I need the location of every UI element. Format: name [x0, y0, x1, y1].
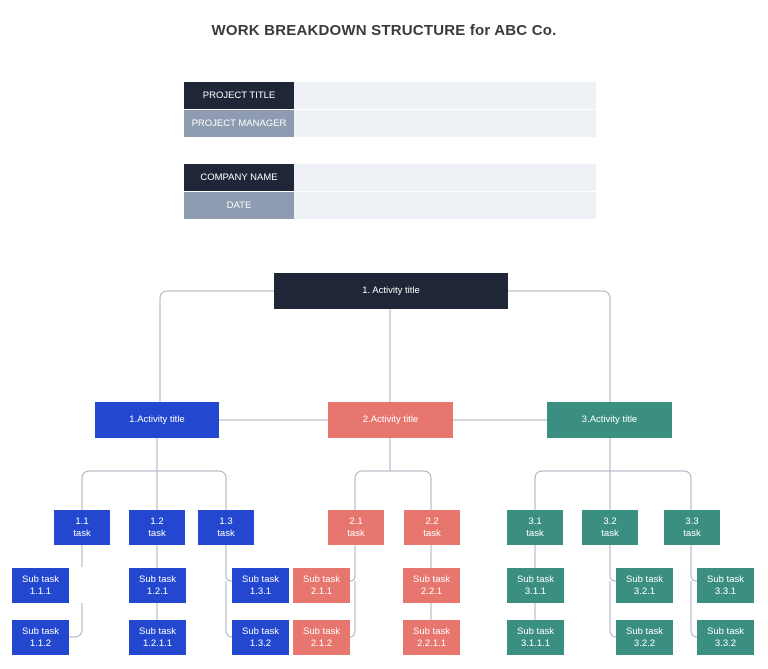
subtask-number: 3.2.2	[633, 637, 656, 649]
activity-1-node[interactable]: 1.Activity title	[95, 402, 219, 438]
company-name-label: COMPANY NAME	[184, 164, 294, 191]
task-number: 2.1	[349, 515, 363, 527]
project-manager-label: PROJECT MANAGER	[184, 110, 294, 137]
subtask-label: Sub task	[626, 625, 663, 637]
subtask-label: Sub task	[413, 625, 450, 637]
task-number: 1.2	[150, 515, 164, 527]
subtask-1-2-1-1-node[interactable]: Sub task 1.2.1.1	[129, 620, 186, 655]
subtask-label: Sub task	[517, 573, 554, 585]
subtask-label: Sub task	[707, 573, 744, 585]
subtask-label: Sub task	[413, 573, 450, 585]
activity-1-label: 1.Activity title	[129, 414, 185, 425]
subtask-number: 3.1.1	[524, 585, 547, 597]
subtask-1-3-1-node[interactable]: Sub task 1.3.1	[232, 568, 289, 603]
task-1-1-node[interactable]: 1.1 task	[54, 510, 110, 545]
subtask-number: 1.1.1	[29, 585, 52, 597]
subtask-number: 2.1.1	[310, 585, 333, 597]
task-label: task	[683, 527, 701, 539]
subtask-label: Sub task	[22, 573, 59, 585]
subtask-3-1-1-node[interactable]: Sub task 3.1.1	[507, 568, 564, 603]
subtask-label: Sub task	[517, 625, 554, 637]
subtask-number: 2.1.2	[310, 637, 333, 649]
activity-2-node[interactable]: 2.Activity title	[328, 402, 453, 438]
date-label: DATE	[184, 192, 294, 219]
subtask-number: 1.2.1	[146, 585, 169, 597]
subtask-2-2-1-node[interactable]: Sub task 2.2.1	[403, 568, 460, 603]
task-3-3-node[interactable]: 3.3 task	[664, 510, 720, 545]
root-activity-label: 1. Activity title	[362, 285, 420, 296]
subtask-number: 1.3.2	[249, 637, 272, 649]
activity-3-node[interactable]: 3.Activity title	[547, 402, 672, 438]
subtask-label: Sub task	[303, 625, 340, 637]
task-number: 3.1	[528, 515, 542, 527]
subtask-3-3-2-node[interactable]: Sub task 3.3.2	[697, 620, 754, 655]
subtask-label: Sub task	[707, 625, 744, 637]
subtask-number: 3.2.1	[633, 585, 656, 597]
task-label: task	[423, 527, 441, 539]
subtask-1-3-2-node[interactable]: Sub task 1.3.2	[232, 620, 289, 655]
subtask-3-2-1-node[interactable]: Sub task 3.2.1	[616, 568, 673, 603]
subtask-number: 1.3.1	[249, 585, 272, 597]
task-1-2-node[interactable]: 1.2 task	[129, 510, 185, 545]
task-1-3-node[interactable]: 1.3 task	[198, 510, 254, 545]
subtask-1-1-1-node[interactable]: Sub task 1.1.1	[12, 568, 69, 603]
subtask-number: 2.2.1.1	[416, 637, 447, 649]
subtask-3-1-1-1-node[interactable]: Sub task 3.1.1.1	[507, 620, 564, 655]
subtask-1-2-1-node[interactable]: Sub task 1.2.1	[129, 568, 186, 603]
subtask-label: Sub task	[139, 625, 176, 637]
subtask-label: Sub task	[139, 573, 176, 585]
subtask-3-3-1-node[interactable]: Sub task 3.3.1	[697, 568, 754, 603]
root-activity-node[interactable]: 1. Activity title	[274, 273, 508, 309]
page-title: WORK BREAKDOWN STRUCTURE for ABC Co.	[211, 22, 557, 39]
subtask-number: 2.2.1	[420, 585, 443, 597]
task-number: 1.1	[75, 515, 89, 527]
subtask-number: 3.1.1.1	[520, 637, 551, 649]
company-name-field[interactable]	[294, 164, 596, 191]
subtask-number: 1.2.1.1	[142, 637, 173, 649]
activity-2-label: 2.Activity title	[362, 414, 419, 425]
project-manager-field[interactable]	[294, 110, 596, 137]
project-title-field[interactable]	[294, 82, 596, 109]
task-3-1-node[interactable]: 3.1 task	[507, 510, 563, 545]
task-number: 1.3	[219, 515, 233, 527]
task-number: 3.3	[685, 515, 699, 527]
subtask-2-1-2-node[interactable]: Sub task 2.1.2	[293, 620, 350, 655]
task-label: task	[73, 527, 91, 539]
task-label: task	[526, 527, 544, 539]
activity-3-label: 3.Activity title	[581, 414, 638, 425]
date-field[interactable]	[294, 192, 596, 219]
subtask-label: Sub task	[303, 573, 340, 585]
subtask-number: 3.3.1	[714, 585, 737, 597]
task-number: 3.2	[603, 515, 617, 527]
project-title-label: PROJECT TITLE	[184, 82, 294, 109]
subtask-2-1-1-node[interactable]: Sub task 2.1.1	[293, 568, 350, 603]
task-label: task	[217, 527, 235, 539]
subtask-label: Sub task	[626, 573, 663, 585]
subtask-2-2-1-1-node[interactable]: Sub task 2.2.1.1	[403, 620, 460, 655]
task-number: 2.2	[425, 515, 439, 527]
task-3-2-node[interactable]: 3.2 task	[582, 510, 638, 545]
subtask-number: 3.3.2	[714, 637, 737, 649]
subtask-label: Sub task	[22, 625, 59, 637]
subtask-number: 1.1.2	[29, 637, 52, 649]
task-label: task	[347, 527, 365, 539]
subtask-label: Sub task	[242, 625, 279, 637]
task-2-2-node[interactable]: 2.2 task	[404, 510, 460, 545]
subtask-label: Sub task	[242, 573, 279, 585]
subtask-1-1-2-node[interactable]: Sub task 1.1.2	[12, 620, 69, 655]
task-label: task	[601, 527, 619, 539]
subtask-3-2-2-node[interactable]: Sub task 3.2.2	[616, 620, 673, 655]
task-label: task	[148, 527, 166, 539]
task-2-1-node[interactable]: 2.1 task	[328, 510, 384, 545]
